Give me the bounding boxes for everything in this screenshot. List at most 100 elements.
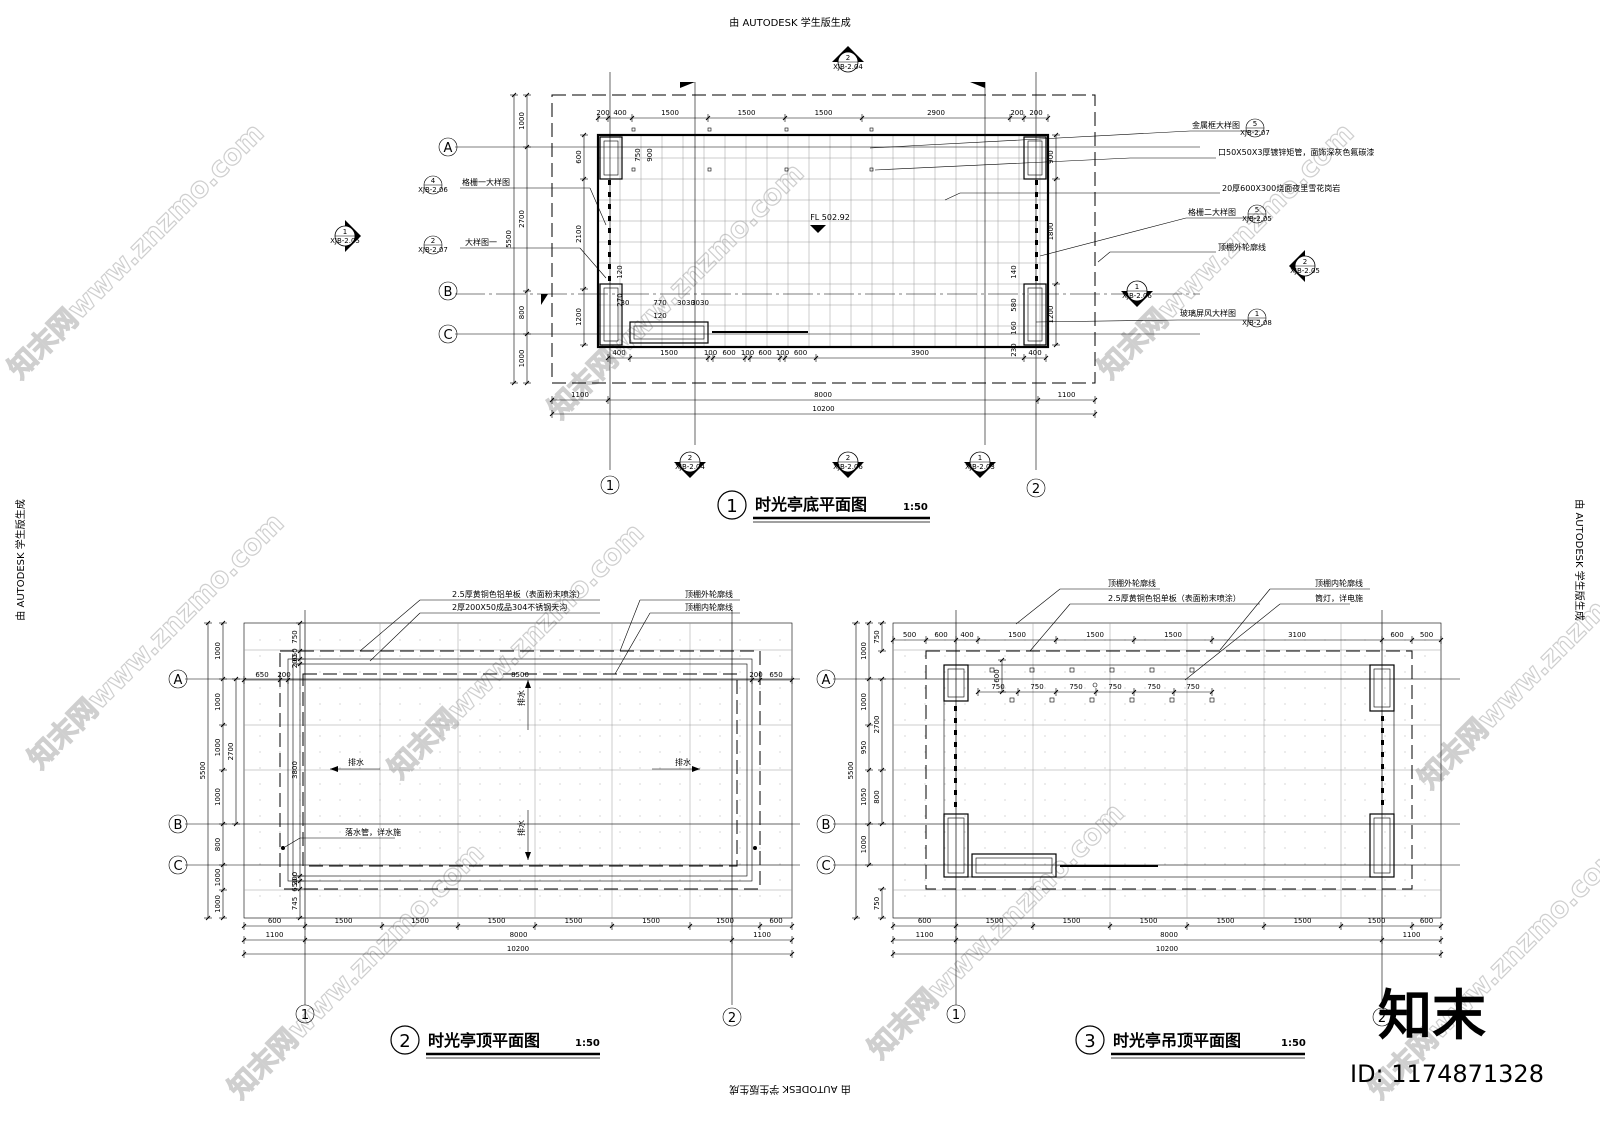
paving-dot: [1344, 895, 1346, 897]
paving-dot: [419, 751, 421, 753]
paving-dot: [699, 639, 701, 641]
dim-label: 1050: [860, 788, 868, 806]
dim-label: 1500: [1140, 917, 1158, 925]
paving-dot: [1384, 879, 1386, 881]
paving-dot: [779, 639, 781, 641]
paving-dot: [1384, 655, 1386, 657]
paving-dot: [379, 783, 381, 785]
paving-dot: [659, 815, 661, 817]
paving-dot: [1044, 735, 1046, 737]
paving-dot: [459, 655, 461, 657]
paving-dot: [1344, 799, 1346, 801]
section-sheet: XJB-2.03: [965, 463, 995, 471]
paving-dot: [1144, 863, 1146, 865]
paving-dot: [359, 863, 361, 865]
paving-dot: [1004, 783, 1006, 785]
paving-dot: [1144, 655, 1146, 657]
paving-dot: [1264, 815, 1266, 817]
paving-dot: [379, 815, 381, 817]
paving-dot: [1384, 735, 1386, 737]
plan3-number: 3: [1084, 1031, 1095, 1052]
paving-dot: [579, 783, 581, 785]
paving-dot: [1424, 751, 1426, 753]
paving-dot: [924, 671, 926, 673]
paving-dot: [1284, 863, 1286, 865]
paving-dot: [1324, 687, 1326, 689]
paving-dot: [1404, 703, 1406, 705]
paving-dot: [904, 783, 906, 785]
paving-dot: [579, 687, 581, 689]
paving-dot: [1404, 863, 1406, 865]
dim-label: 10200: [1156, 945, 1178, 953]
paving-dot: [1024, 815, 1026, 817]
paving-dot: [259, 767, 261, 769]
paving-dot: [1184, 703, 1186, 705]
paving-dot: [1064, 703, 1066, 705]
grille-post: [954, 754, 957, 759]
paving-dot: [1384, 799, 1386, 801]
downlight: [1189, 667, 1195, 673]
grille-post: [1035, 228, 1038, 233]
paving-dot: [359, 815, 361, 817]
paving-dot: [1024, 879, 1026, 881]
paving-dot: [339, 671, 341, 673]
paving-dot: [779, 783, 781, 785]
paving-dot: [399, 815, 401, 817]
paving-dot: [279, 895, 281, 897]
paving-dot: [1224, 863, 1226, 865]
paving-dot: [1144, 703, 1146, 705]
paving-dot: [1404, 751, 1406, 753]
paving-dot: [1044, 767, 1046, 769]
paving-dot: [539, 895, 541, 897]
paving-dot: [539, 879, 541, 881]
plan1-column-se: [1023, 283, 1047, 346]
paving-dot: [1364, 751, 1366, 753]
dim-label: 200: [277, 671, 290, 679]
paving-dot: [339, 847, 341, 849]
detail-ref-sheet: XJB-2.07: [418, 246, 448, 254]
paving-dot: [679, 735, 681, 737]
paving-dot: [1044, 879, 1046, 881]
paving-dot: [499, 815, 501, 817]
paving-dot: [379, 895, 381, 897]
paving-dot: [1184, 831, 1186, 833]
paving-dot: [439, 671, 441, 673]
paving-dot: [559, 831, 561, 833]
svg-text:1: 1: [952, 1008, 960, 1023]
paving-dot: [1204, 863, 1206, 865]
dim-label: 800: [518, 306, 526, 319]
paving-dot: [499, 767, 501, 769]
dim-label: 1000: [214, 895, 222, 913]
paving-dot: [944, 751, 946, 753]
paving-dot: [1124, 799, 1126, 801]
paving-dot: [1304, 703, 1306, 705]
paving-dot: [579, 831, 581, 833]
paving-dot: [659, 799, 661, 801]
paving-dot: [1164, 831, 1166, 833]
paving-dot: [1004, 831, 1006, 833]
paving-dot: [1344, 719, 1346, 721]
plan2-downpipe-left: [281, 846, 285, 850]
autodesk-stamp-right: 由 AUTODESK 学生版生成: [1573, 499, 1586, 620]
dim-label: 1500: [488, 917, 506, 925]
paving-dot: [419, 655, 421, 657]
paving-dot: [479, 703, 481, 705]
watermark-text: 知末网www.znzmo.com: [222, 836, 491, 1105]
paving-dot: [984, 815, 986, 817]
paving-dot: [964, 655, 966, 657]
paving-dot: [399, 767, 401, 769]
paving-dot: [579, 735, 581, 737]
paving-dot: [904, 879, 906, 881]
paving-dot: [1184, 879, 1186, 881]
paving-dot: [539, 767, 541, 769]
downlight: [1149, 667, 1155, 673]
paving-dot: [619, 815, 621, 817]
paving-dot: [1404, 767, 1406, 769]
paving-dot: [984, 719, 986, 721]
paving-dot: [739, 767, 741, 769]
dim-label: 1500: [1217, 917, 1235, 925]
plan1-glass-screen-inner: [633, 325, 705, 340]
